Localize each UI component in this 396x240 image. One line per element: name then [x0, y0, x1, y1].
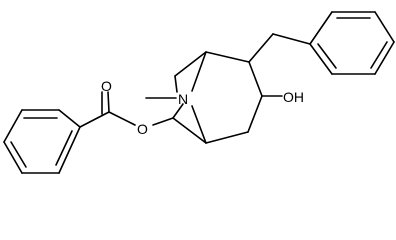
bond — [58, 126, 81, 174]
bond — [55, 130, 73, 166]
bond — [172, 117, 207, 144]
bond — [191, 105, 207, 144]
carbonyl-oxygen-label: O — [101, 78, 112, 94]
bond — [191, 51, 207, 92]
bond — [152, 117, 174, 126]
bond — [309, 11, 333, 45]
bond — [3, 109, 23, 143]
bond — [79, 111, 110, 128]
chemical-structure: OH O O N — [3, 11, 395, 174]
bond-lines — [3, 11, 395, 174]
ester-oxygen-label: O — [137, 121, 148, 137]
hydroxyl-label: OH — [283, 89, 304, 105]
bond — [309, 43, 333, 75]
bond — [205, 51, 250, 63]
bond — [247, 95, 263, 133]
nitrogen-label: N — [178, 91, 188, 107]
bond — [374, 41, 395, 75]
bond — [172, 103, 184, 119]
bond — [174, 51, 207, 77]
bond — [10, 141, 27, 168]
bond — [58, 109, 81, 128]
bond — [317, 43, 337, 69]
bond — [108, 111, 136, 126]
bond — [248, 33, 274, 63]
bond — [205, 131, 249, 144]
bond — [272, 33, 311, 45]
bond — [3, 141, 23, 174]
bond — [248, 61, 263, 97]
bond — [174, 75, 178, 93]
bond — [370, 41, 388, 69]
bond — [107, 91, 110, 113]
bond — [374, 11, 395, 43]
